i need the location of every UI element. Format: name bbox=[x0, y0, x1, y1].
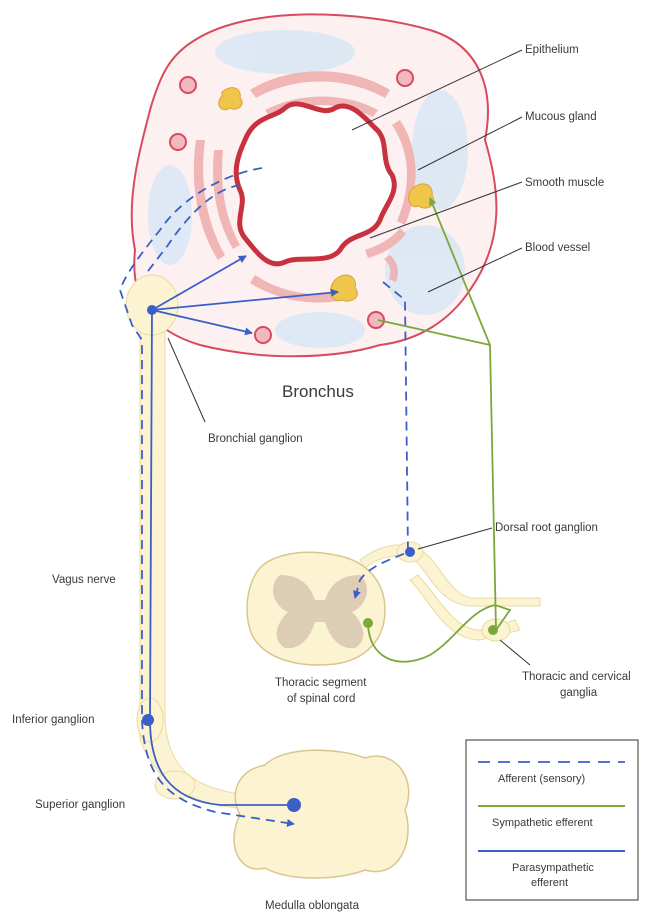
medulla-neuron bbox=[287, 798, 301, 812]
label-vagus-nerve: Vagus nerve bbox=[52, 574, 116, 586]
spinal-nerve-branch bbox=[360, 545, 540, 606]
label-inferior-ganglion: Inferior ganglion bbox=[12, 714, 94, 726]
vagus-nerve-trunk bbox=[140, 330, 270, 808]
label-superior-ganglion: Superior ganglion bbox=[35, 799, 125, 811]
legend-parasympathetic-label-2: efferent bbox=[531, 877, 568, 889]
label-thoracic-ganglia-2: ganglia bbox=[560, 687, 598, 699]
spinal-cord-segment bbox=[247, 552, 385, 665]
label-thoracic-segment-2: of spinal cord bbox=[287, 693, 355, 705]
parasympathetic-vagal-trunk bbox=[150, 310, 294, 805]
legend-afferent-label: Afferent (sensory) bbox=[498, 773, 585, 785]
leader-dorsal-root bbox=[418, 528, 492, 549]
label-mucous-gland: Mucous gland bbox=[525, 111, 597, 123]
label-medulla: Medulla oblongata bbox=[265, 900, 360, 912]
legend-parasympathetic-label-1: Parasympathetic bbox=[512, 862, 594, 874]
legend-sympathetic-label: Sympathetic efferent bbox=[492, 817, 593, 829]
superior-ganglion-body bbox=[155, 771, 195, 799]
label-thoracic-segment-1: Thoracic segment bbox=[275, 677, 367, 689]
label-thoracic-ganglia-1: Thoracic and cervical bbox=[522, 671, 631, 683]
bronchus-cross-section: Bronchus bbox=[132, 14, 497, 401]
label-blood-vessel: Blood vessel bbox=[525, 242, 590, 254]
leader-bronchial-ganglion bbox=[168, 338, 205, 422]
ganglion-sympathetic-neuron bbox=[488, 625, 498, 635]
label-dorsal-root-ganglion: Dorsal root ganglion bbox=[495, 522, 598, 534]
label-bronchial-ganglion: Bronchial ganglion bbox=[208, 433, 303, 445]
bronchus-title: Bronchus bbox=[282, 382, 354, 401]
dorsal-root-neuron bbox=[405, 547, 415, 557]
bronchial-ganglion-neuron bbox=[147, 305, 157, 315]
label-epithelium: Epithelium bbox=[525, 44, 579, 56]
medulla-oblongata-shape bbox=[234, 750, 409, 878]
spinal-sympathetic-neuron bbox=[363, 618, 373, 628]
legend: Afferent (sensory) Sympathetic efferent … bbox=[466, 740, 638, 900]
inferior-ganglion-neuron bbox=[142, 714, 154, 726]
leader-thoracic-ganglia bbox=[500, 640, 530, 665]
label-smooth-muscle: Smooth muscle bbox=[525, 177, 604, 189]
